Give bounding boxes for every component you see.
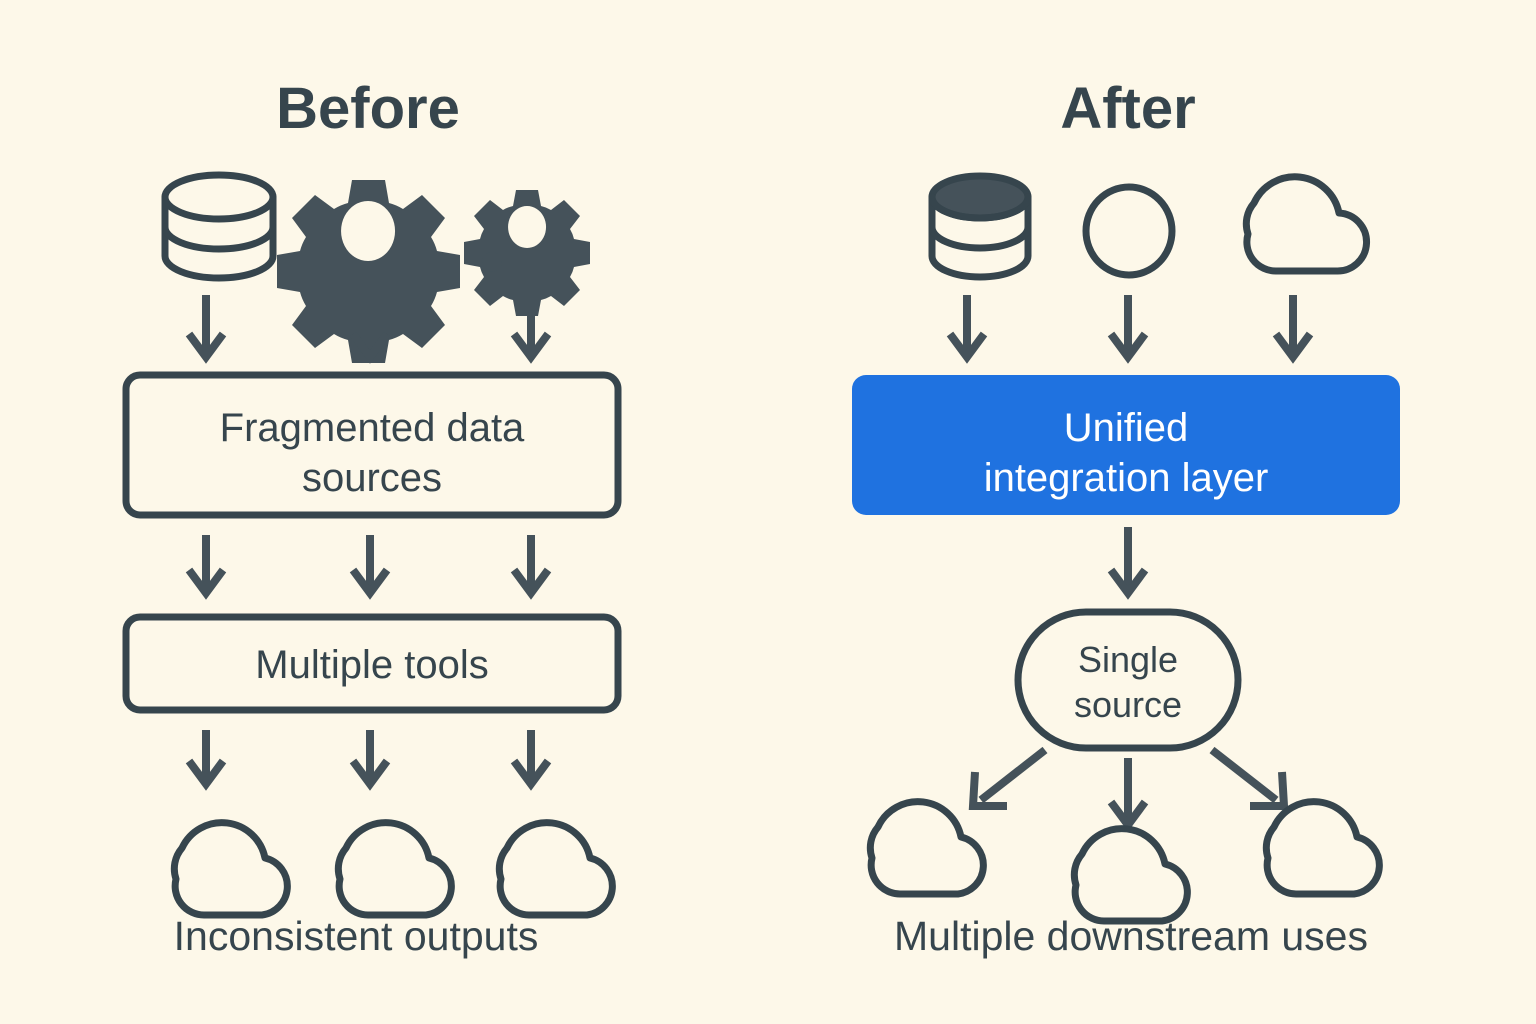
- before-gear-icon: [277, 180, 460, 363]
- cloud-icon: [866, 798, 987, 898]
- before-box-line1: Fragmented data: [220, 406, 525, 450]
- before-box-fragmented-data-sources[interactable]: Fragmented data sources: [122, 371, 622, 519]
- before-output-clouds: [170, 819, 616, 919]
- cloud-icon: [495, 819, 616, 919]
- after-cloud-icon: [1242, 173, 1371, 275]
- before-box-tools-line1: Multiple tools: [255, 643, 488, 687]
- before-caption: Inconsistent outputs: [174, 913, 539, 959]
- before-gear-small-icon: [464, 190, 590, 316]
- after-arrow-to-single-source: [1107, 527, 1149, 600]
- before-arrows-bottom: [185, 730, 552, 791]
- cloud-icon: [1070, 825, 1191, 925]
- after-oval-line1: Single: [1078, 639, 1178, 680]
- before-panel-title: Before: [276, 76, 460, 141]
- panel-after: After: [852, 76, 1400, 959]
- after-oval-line2: source: [1074, 684, 1182, 725]
- before-arrows-top: [185, 295, 552, 364]
- after-box-line1: Unified: [1064, 406, 1189, 450]
- after-arrows-diverging: [968, 746, 1289, 832]
- before-box-multiple-tools[interactable]: Multiple tools: [122, 613, 622, 714]
- before-gear-dot-icon: [482, 252, 502, 272]
- panel-before: Before: [122, 76, 622, 959]
- cloud-icon: [170, 819, 291, 919]
- before-arrows-middle: [185, 535, 552, 600]
- after-circle-icon: [1082, 183, 1176, 279]
- after-box-line2: integration layer: [984, 456, 1269, 500]
- before-database-icon: [161, 171, 277, 282]
- after-panel-title: After: [1060, 76, 1195, 141]
- after-box-unified-integration-layer[interactable]: Unified integration layer: [852, 375, 1400, 515]
- after-arrows-top: [946, 295, 1314, 364]
- cloud-icon: [1262, 798, 1383, 898]
- after-oval-single-source[interactable]: Single source: [1014, 608, 1242, 752]
- after-output-clouds: [866, 798, 1383, 925]
- before-box-line2: sources: [302, 456, 442, 500]
- after-caption: Multiple downstream uses: [894, 913, 1368, 959]
- cloud-icon: [334, 819, 455, 919]
- after-database-icon: [928, 172, 1032, 281]
